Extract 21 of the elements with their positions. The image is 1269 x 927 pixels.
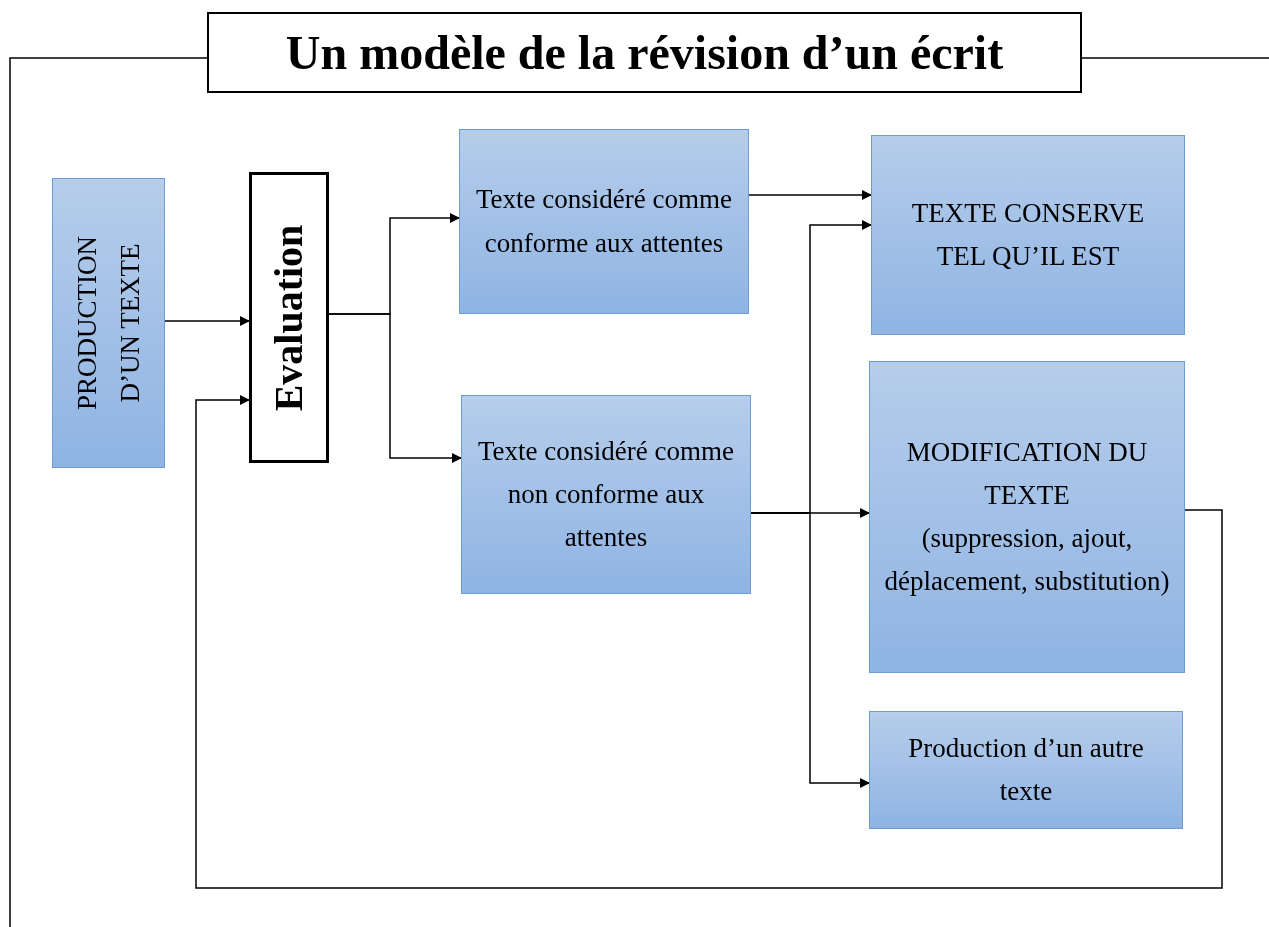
node-text: Texte considéré comme conforme aux attentes bbox=[475, 183, 733, 260]
node-subtext: (suppression, ajout, déplacement, substitution) bbox=[883, 522, 1171, 599]
arrow bbox=[328, 313, 462, 463]
node-text: PRODUCTION D’UN TEXTE bbox=[70, 235, 146, 412]
node-text: Texte considéré comme non conforme aux attentes bbox=[477, 434, 735, 555]
node-text: Evaluation bbox=[265, 223, 312, 413]
node-text: MODIFICATION DU TEXTE bbox=[905, 435, 1149, 512]
process-box bbox=[869, 711, 1183, 829]
arrow bbox=[195, 395, 1223, 889]
process-box bbox=[871, 135, 1185, 335]
node-text: TEXTE CONSERVE TEL QU’IL EST bbox=[910, 196, 1146, 273]
process-box bbox=[869, 361, 1185, 673]
diagram-title: Un modèle de la révision d’un écrit bbox=[207, 12, 1082, 93]
process-box bbox=[52, 178, 165, 468]
process-box bbox=[461, 395, 751, 594]
arrow bbox=[748, 190, 872, 200]
evaluation-box bbox=[249, 172, 329, 463]
node-text: Production d’un autre texte bbox=[907, 731, 1145, 808]
arrow bbox=[750, 512, 870, 788]
arrow bbox=[164, 316, 250, 326]
process-box bbox=[459, 129, 749, 314]
